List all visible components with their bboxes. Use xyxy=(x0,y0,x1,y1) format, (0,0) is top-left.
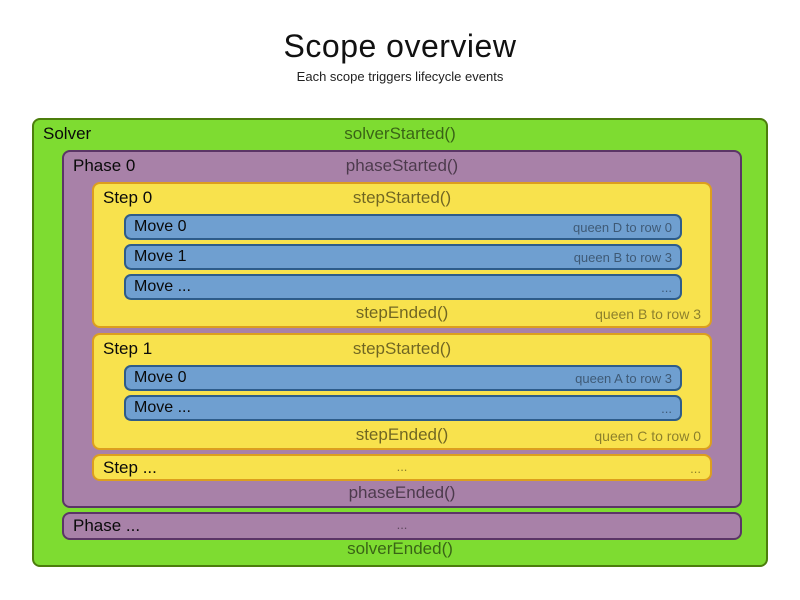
move-label: Move 0 xyxy=(134,218,187,235)
move-label: Move 0 xyxy=(134,369,187,386)
solver-started-event: solverStarted() xyxy=(344,124,456,143)
move-row: Move 0 queen A to row 3 xyxy=(124,365,682,391)
step-more-center-ellipsis: ... xyxy=(396,459,408,474)
step-more-right-ellipsis: ... xyxy=(690,461,701,476)
phase-0-label: Phase 0 xyxy=(73,156,136,175)
move-label: Move ... xyxy=(134,399,191,416)
step-0-ended-event: stepEnded() xyxy=(355,303,449,322)
phase-more-label: Phase ... xyxy=(73,516,141,535)
move-row: Move 1 queen B to row 3 xyxy=(124,244,682,270)
phase-more-center-ellipsis: ... xyxy=(396,517,408,532)
step-0-scope-box: Step 0 stepStarted() Move 0 queen D to r… xyxy=(92,182,712,328)
step-1-scope-box: Step 1 stepStarted() Move 0 queen A to r… xyxy=(92,333,712,450)
step-more-scope-box: Step ... ... ... xyxy=(92,454,712,481)
phase-0-scope-box: Phase 0 phaseStarted() Step 0 stepStarte… xyxy=(62,150,742,508)
step-1-footer: stepEnded() queen C to row 0 xyxy=(94,425,710,445)
move-row: Move 0 queen D to row 0 xyxy=(124,214,682,240)
step-0-label: Step 0 xyxy=(103,188,153,207)
step-1-ended-annotation: queen C to row 0 xyxy=(594,428,701,444)
page-subtitle: Each scope triggers lifecycle events xyxy=(296,69,504,84)
move-annotation: ... xyxy=(661,279,672,295)
step-1-started-event: stepStarted() xyxy=(352,339,452,358)
solver-scope-box: Solver solverStarted() Phase 0 phaseStar… xyxy=(32,118,768,567)
step-0-footer: stepEnded() queen B to row 3 xyxy=(94,303,710,323)
solver-label: Solver xyxy=(43,124,92,143)
move-label: Move ... xyxy=(134,278,191,295)
step-0-ended-annotation: queen B to row 3 xyxy=(595,306,701,322)
step-more-label: Step ... xyxy=(103,458,157,477)
page-title: Scope overview xyxy=(283,28,517,64)
phase-started-event: phaseStarted() xyxy=(345,156,459,175)
move-annotation: queen D to row 0 xyxy=(572,219,672,235)
step-1-ended-event: stepEnded() xyxy=(355,425,449,444)
solver-header: Solver solverStarted() xyxy=(34,124,766,144)
move-row: Move ... ... xyxy=(124,274,682,300)
move-annotation: queen B to row 3 xyxy=(573,249,672,265)
phase-ended-event: phaseEnded() xyxy=(348,483,456,502)
step-1-label: Step 1 xyxy=(103,339,153,358)
phase-0-footer: phaseEnded() xyxy=(64,483,740,503)
step-1-header: Step 1 stepStarted() xyxy=(94,339,710,359)
move-row: Move ... ... xyxy=(124,395,682,421)
phase-0-header: Phase 0 phaseStarted() xyxy=(64,156,740,176)
move-annotation: ... xyxy=(661,400,672,416)
phase-more-scope-box: Phase ... ... xyxy=(62,512,742,540)
step-0-started-event: stepStarted() xyxy=(352,188,452,207)
solver-ended-event: solverEnded() xyxy=(347,539,453,558)
step-0-header: Step 0 stepStarted() xyxy=(94,188,710,208)
move-annotation: queen A to row 3 xyxy=(575,370,672,386)
solver-footer: solverEnded() xyxy=(34,539,766,559)
move-label: Move 1 xyxy=(134,248,187,265)
